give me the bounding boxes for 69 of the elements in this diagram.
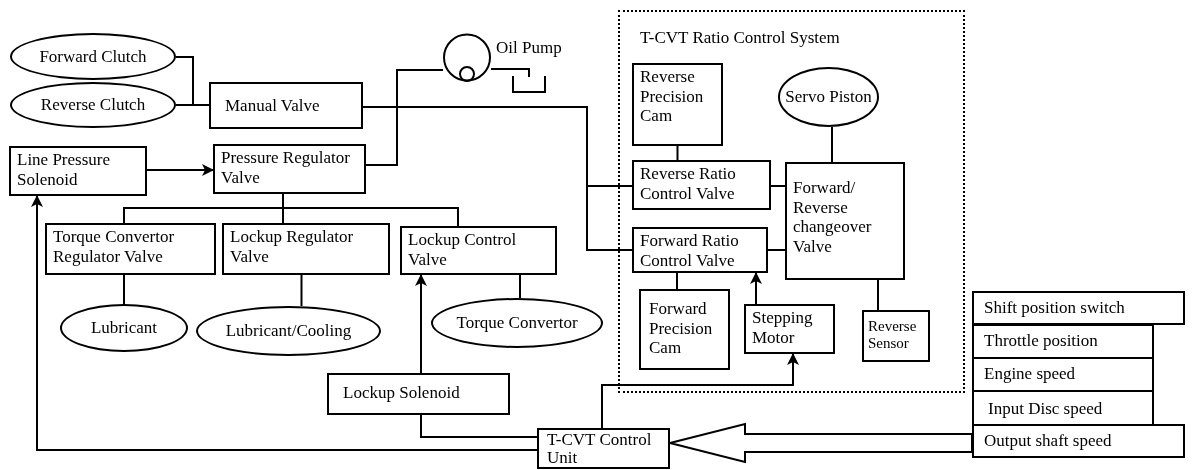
component-box: [639, 289, 730, 370]
control-unit-box: [537, 428, 670, 469]
node-label: Forward Clutch: [39, 46, 147, 67]
arrow: [146, 164, 214, 176]
system-boundary: [618, 10, 965, 393]
valve-box: [45, 223, 216, 275]
node-label: Lubricant/Cooling: [225, 321, 352, 341]
valve-box: [213, 144, 366, 194]
connector-line: [282, 193, 459, 227]
node-label: Line Pressure Solenoid: [17, 150, 111, 190]
node-label: Servo Piston: [785, 87, 872, 107]
node-label: Forward/ Reverse changeover Valve: [793, 178, 873, 257]
node-label: Reverse Precision Cam: [640, 67, 705, 126]
node-label: Lockup Solenoid: [343, 383, 460, 403]
signal-box: [972, 291, 1185, 325]
solenoid-box: [9, 146, 147, 196]
valve-box: [632, 227, 768, 273]
node-label: Lubricant: [90, 318, 158, 338]
valve-box: [785, 162, 905, 280]
signal-box: [972, 390, 1154, 426]
node-label: Torque Convertor Regulator Valve: [53, 227, 176, 267]
connector-line: [676, 145, 679, 161]
node-label: Lockup Regulator Valve: [230, 227, 355, 267]
signal-box: [972, 357, 1154, 392]
connector-line: [877, 279, 879, 311]
connector-line: [831, 126, 833, 163]
node-label: Forward Precision Cam: [649, 299, 714, 358]
solenoid-box: [327, 373, 510, 415]
broad-arrow: [669, 422, 973, 464]
connector-line: [300, 274, 303, 307]
node-label: Input Disc speed: [988, 399, 1103, 419]
signal-box: [972, 424, 1185, 458]
arrow: [750, 272, 762, 305]
arrow: [601, 353, 799, 429]
node-label: Lockup Control Valve: [408, 230, 518, 270]
valve-box: [400, 226, 557, 275]
connector-line: [123, 274, 125, 305]
valve-box: [209, 82, 363, 129]
connector-line: [770, 185, 786, 187]
node-label: Throttle position: [984, 331, 1098, 351]
node-label: Output shaft speed: [984, 431, 1112, 451]
motor-box: [744, 304, 835, 354]
arrow: [31, 195, 538, 451]
signal-box: [972, 324, 1154, 359]
component-box: [632, 63, 723, 146]
component-label: Oil Pump: [496, 38, 562, 58]
group-title: T-CVT Ratio Control System: [640, 28, 840, 48]
connector-line: [676, 272, 678, 290]
valve-box: [632, 160, 771, 210]
node-label: Pressure Regulator Valve: [221, 148, 351, 188]
node-label: T-CVT Control Unit: [547, 431, 653, 467]
node-label: Reverse Clutch: [40, 95, 146, 115]
node-label: Reverse Sensor: [868, 318, 918, 353]
node-label: Manual Valve: [225, 96, 320, 116]
node-label: Torque Convertor: [456, 313, 578, 333]
connector-line: [175, 104, 210, 106]
connector-line: [519, 274, 521, 299]
sensor-box: [862, 310, 930, 362]
connector-line: [767, 249, 786, 251]
arrow: [415, 274, 427, 374]
node-label: Engine speed: [984, 364, 1076, 384]
node-label: Shift position switch: [984, 298, 1125, 318]
valve-box: [222, 223, 390, 275]
node-label: Stepping Motor: [752, 308, 814, 348]
connector-line: [420, 414, 538, 438]
node-label: Forward Ratio Control Valve: [640, 231, 740, 271]
connector-line: [365, 69, 444, 166]
oil-pump-icon: [443, 33, 491, 82]
node-label: Reverse Ratio Control Valve: [640, 164, 737, 204]
